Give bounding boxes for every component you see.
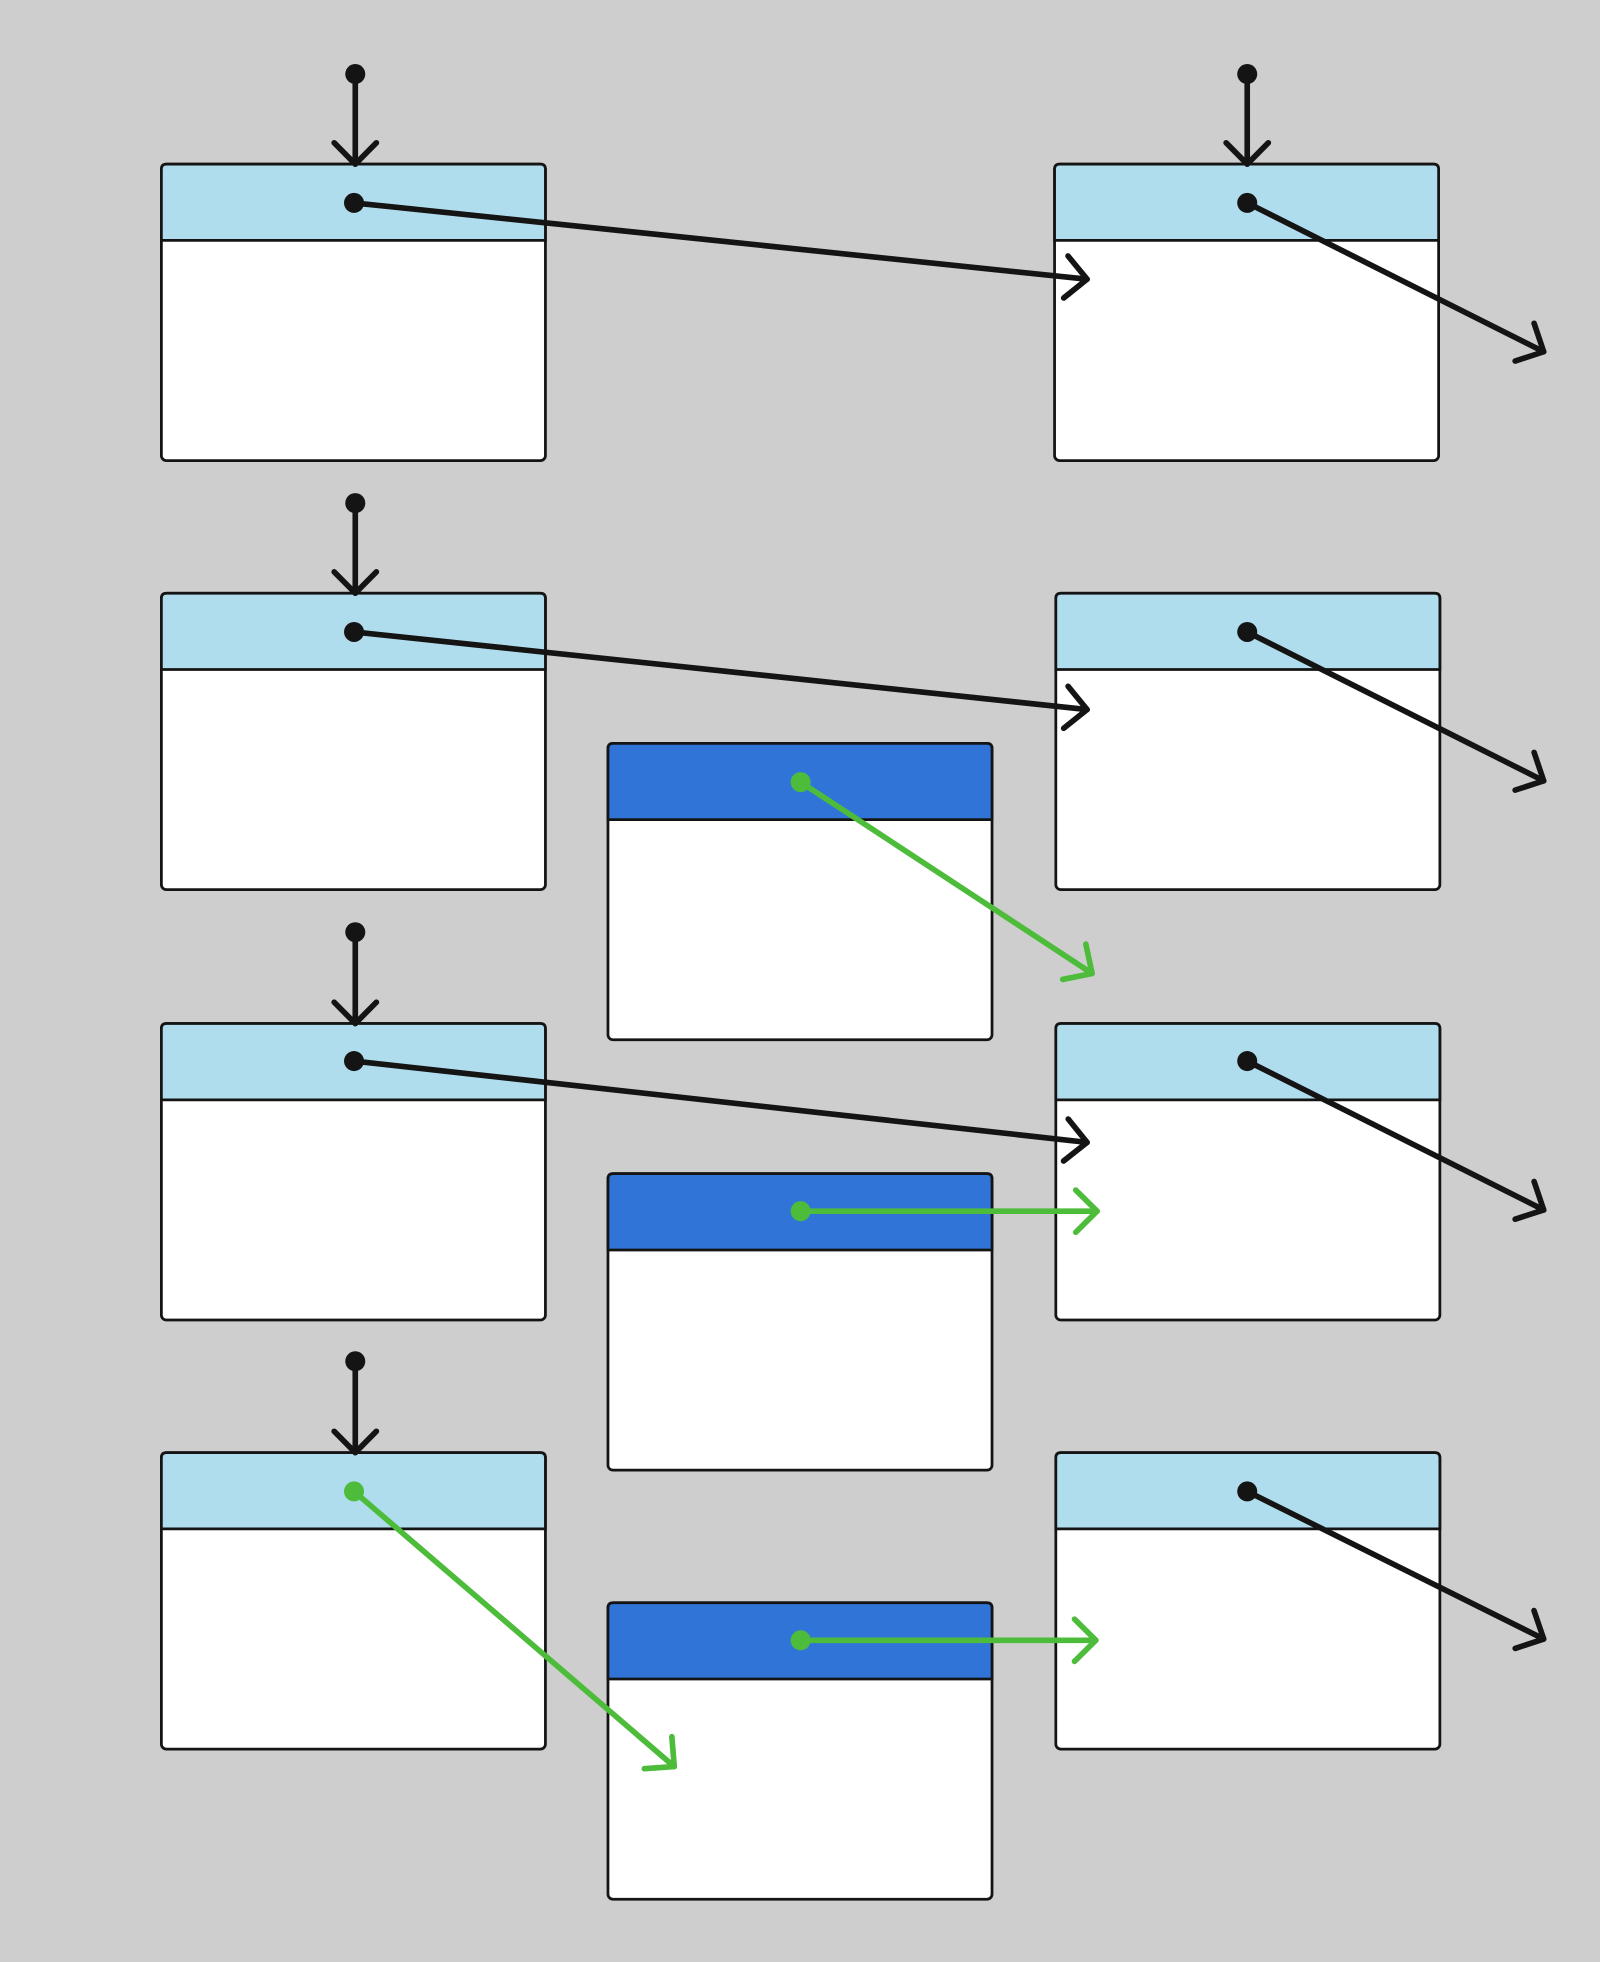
edge-entry-to-left-3 [331, 922, 380, 1027]
arrowhead-icon [1060, 683, 1090, 732]
arrowhead-icon [1512, 749, 1547, 793]
arrowhead-icon [1072, 1187, 1100, 1236]
edge-right-3-to-exit [1237, 1051, 1547, 1223]
edge-entry-to-left-2 [331, 493, 380, 597]
edges-layer [331, 64, 1547, 1772]
edge-left-2-to-right-2 [344, 621, 1090, 732]
edge-middle-3-to-right-4 [790, 1616, 1099, 1665]
edge-start-dot [1237, 64, 1258, 85]
edge-start-dot [345, 64, 366, 85]
edge-start-dot [1237, 192, 1258, 213]
edge-start-dot [344, 1051, 365, 1072]
edge-start-dot [345, 922, 366, 943]
edge-start-dot [1237, 1051, 1258, 1072]
edge-start-dot [344, 1481, 365, 1502]
edge-entry-to-left-4 [331, 1351, 380, 1456]
arrowhead-icon [1059, 941, 1095, 983]
edge-start-dot [345, 493, 366, 514]
edge-right-1-to-exit [1237, 192, 1547, 364]
edge-middle-1-to-right-3 [790, 772, 1095, 983]
edge-start-dot [345, 1351, 366, 1372]
arrowhead-icon [641, 1733, 678, 1772]
arrowhead-icon [1223, 139, 1272, 167]
node-right-2[interactable] [1054, 591, 1442, 892]
boxes-layer [159, 162, 1442, 1901]
arrowhead-icon [331, 139, 380, 167]
edge-start-dot [790, 772, 811, 793]
edge-right-2-to-exit [1237, 621, 1547, 793]
edge-start-dot [344, 192, 365, 213]
arrowhead-icon [331, 999, 380, 1027]
edge-entry-to-left-1 [331, 64, 380, 167]
edge-right-4-to-exit [1237, 1481, 1547, 1652]
edge-start-dot [790, 1201, 811, 1222]
edge-start-dot [344, 621, 365, 642]
edge-start-dot [1237, 621, 1258, 642]
edge-start-dot [790, 1630, 811, 1651]
arrowhead-icon [1060, 253, 1090, 301]
edge-left-1-to-right-1 [344, 192, 1090, 301]
edge-entry-to-right-1 [1223, 64, 1272, 167]
arrowhead-icon [1512, 1178, 1547, 1223]
node-right-1[interactable] [1053, 162, 1440, 462]
arrowhead-icon [1071, 1616, 1099, 1665]
arrowhead-icon [331, 569, 380, 597]
arrowhead-icon [1060, 1116, 1090, 1164]
edge-middle-2-to-right-3 [790, 1187, 1100, 1236]
edge-start-dot [1237, 1481, 1258, 1502]
arrowhead-icon [1512, 1607, 1547, 1652]
arrowhead-icon [331, 1428, 380, 1456]
edge-left-4-to-middle-3 [344, 1481, 678, 1772]
arrowhead-icon [1512, 320, 1547, 364]
edge-left-3-to-right-3 [344, 1051, 1090, 1164]
